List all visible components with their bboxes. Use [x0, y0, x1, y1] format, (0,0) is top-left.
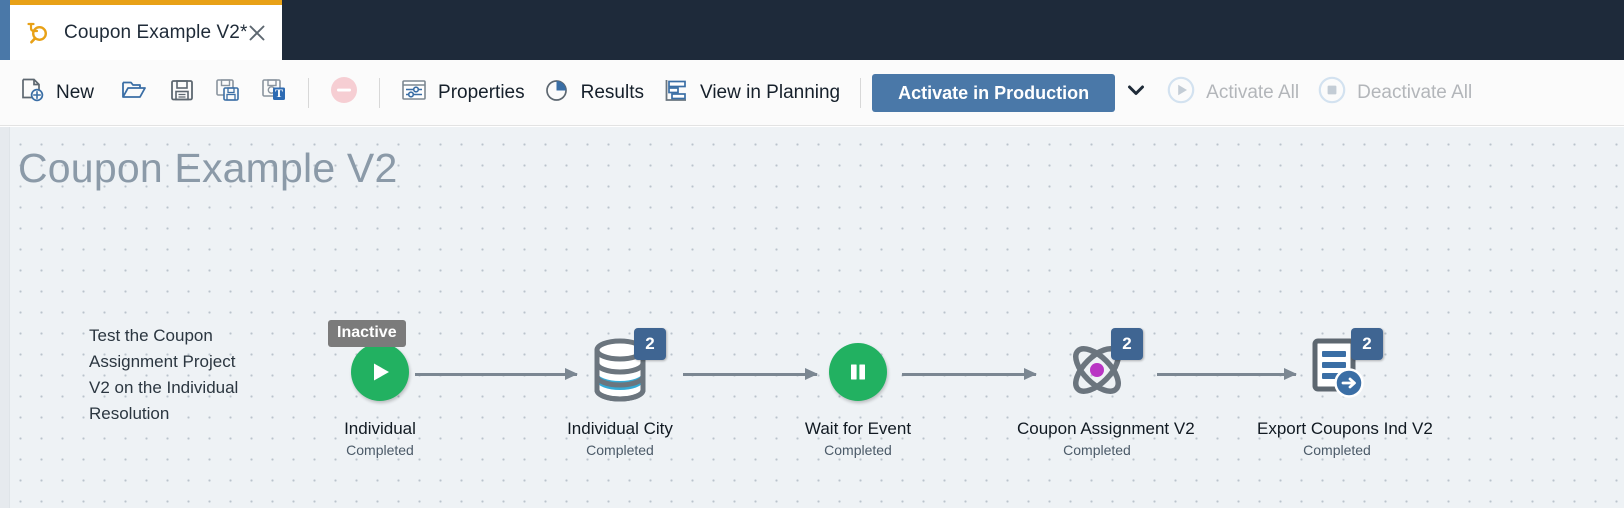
- properties-sliders-icon: [400, 77, 428, 108]
- node-status: Completed: [586, 442, 654, 458]
- canvas-left-gutter: [0, 127, 10, 508]
- delete-button[interactable]: [320, 60, 368, 126]
- tab-bar: Coupon Example V2*: [0, 0, 1624, 60]
- connector-4: [1157, 368, 1297, 380]
- node-glyph: 2: [540, 328, 700, 413]
- workflow-node-coupon-assignment-v2[interactable]: 2 Coupon Assignment V2 Completed: [1017, 328, 1195, 458]
- page-title: Coupon Example V2: [18, 145, 398, 191]
- export-document-node-icon: [1302, 333, 1372, 412]
- view-in-planning-button[interactable]: View in Planning: [653, 60, 849, 126]
- close-icon[interactable]: [246, 22, 268, 44]
- new-button[interactable]: New: [0, 60, 103, 126]
- tab-coupon-example-v2[interactable]: Coupon Example V2*: [10, 0, 282, 60]
- connector-2: [683, 368, 818, 380]
- toolbar: New: [0, 60, 1624, 126]
- atom-node-icon: [1059, 333, 1135, 412]
- toolbar-divider-2: [379, 77, 381, 108]
- play-circle-icon: [1166, 75, 1196, 110]
- gantt-chart-icon: [662, 76, 690, 109]
- node-label: Individual City: [567, 419, 673, 438]
- node-label: Individual: [344, 419, 416, 438]
- results-label: Results: [580, 81, 644, 103]
- save-as-icon: [214, 76, 242, 109]
- activate-all-label: Activate All: [1206, 81, 1300, 103]
- node-status: Completed: [1063, 442, 1131, 458]
- node-status: Completed: [346, 442, 414, 458]
- results-button[interactable]: Results: [534, 60, 653, 126]
- process-magnifier-icon: [24, 19, 52, 47]
- node-status: Completed: [1303, 442, 1371, 458]
- deactivate-all-button[interactable]: Deactivate All: [1308, 60, 1481, 126]
- new-label: New: [56, 81, 95, 103]
- workflow-node-export-coupons-ind-v2[interactable]: 2 Export Coupons Ind V2 Completed: [1257, 328, 1433, 458]
- database-node-icon: [583, 332, 657, 413]
- node-badge-count: 2: [634, 328, 666, 360]
- save-as-template-icon: T: [260, 76, 288, 109]
- tab-bar-left-accent: [0, 0, 10, 60]
- pie-chart-icon: [543, 76, 571, 109]
- node-glyph: 2: [1017, 328, 1177, 412]
- node-label: Wait for Event: [804, 419, 912, 438]
- node-badge-count: 2: [1351, 328, 1383, 360]
- tab-title: Coupon Example V2*: [64, 21, 248, 43]
- node-glyph: [778, 332, 938, 412]
- properties-button[interactable]: Properties: [391, 60, 534, 126]
- svg-text:T: T: [275, 86, 283, 100]
- activate-dropdown-button[interactable]: [1115, 73, 1157, 113]
- workflow-node-individual-city[interactable]: 2 Individual City Completed: [540, 328, 700, 458]
- new-document-icon: [18, 76, 46, 109]
- stop-circle-icon: [1317, 75, 1347, 110]
- properties-label: Properties: [438, 81, 525, 103]
- delete-minus-icon: [329, 75, 359, 110]
- workflow-canvas[interactable]: Coupon Example V2 Test the Coupon Assign…: [0, 127, 1624, 508]
- node-glyph: Inactive: [300, 320, 460, 412]
- node-inactive-tooltip: Inactive: [328, 320, 406, 347]
- node-status: Completed: [824, 442, 892, 458]
- chevron-down-icon: [1126, 83, 1146, 102]
- toolbar-divider-3: [860, 77, 862, 108]
- save-as-button[interactable]: [205, 60, 251, 126]
- save-as-template-button[interactable]: T: [251, 60, 297, 126]
- node-badge-count: 2: [1111, 328, 1143, 360]
- view-in-planning-label: View in Planning: [699, 81, 841, 103]
- save-button[interactable]: [159, 60, 205, 126]
- workflow-description: Test the Coupon Assignment Project V2 on…: [89, 326, 239, 423]
- workflow-node-individual[interactable]: Inactive Individual Completed: [300, 320, 460, 458]
- pause-node-icon: [829, 343, 887, 401]
- save-icon: [168, 76, 196, 109]
- play-node-icon: [351, 343, 409, 401]
- node-label: Coupon Assignment V2: [1017, 419, 1195, 438]
- open-button[interactable]: [111, 60, 159, 126]
- activate-all-button[interactable]: Activate All: [1157, 60, 1308, 126]
- connector-1: [415, 368, 578, 380]
- workflow-node-wait-for-event[interactable]: Wait for Event Completed: [778, 332, 938, 458]
- connector-3: [902, 368, 1037, 380]
- toolbar-divider-1: [308, 77, 310, 108]
- node-glyph: 2: [1257, 328, 1417, 412]
- deactivate-all-label: Deactivate All: [1357, 81, 1473, 103]
- activate-in-production-button[interactable]: Activate in Production: [872, 73, 1116, 112]
- open-folder-icon: [120, 76, 150, 109]
- node-label: Export Coupons Ind V2: [1257, 419, 1433, 438]
